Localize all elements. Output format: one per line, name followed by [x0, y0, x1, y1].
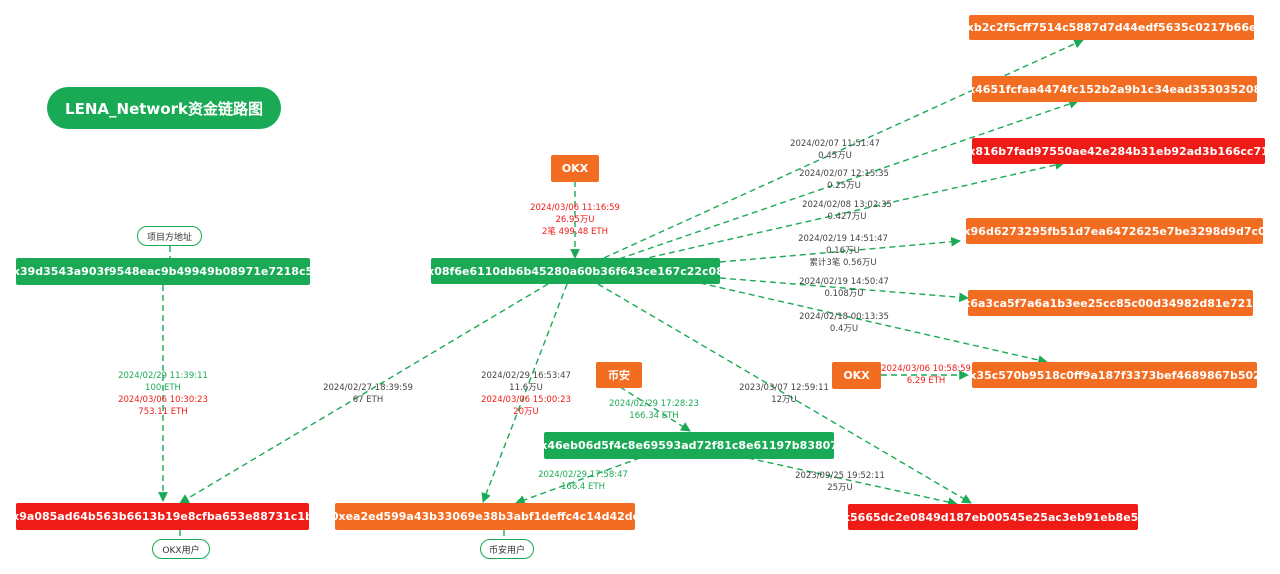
diagram-title: LENA_Network资金链路图	[47, 87, 281, 129]
callout-okx-user: OKX用户	[152, 539, 210, 559]
exchange-okx-top[interactable]: OKX	[551, 155, 599, 182]
callout-project-address: 项目方地址	[137, 226, 202, 246]
edge-46eb-to-ea2e	[515, 457, 641, 505]
node-96d6[interactable]: 0x96d6273295fb51d7ea6472625e7be3298d9d7c…	[966, 218, 1263, 244]
node-08f6[interactable]: 0x08f6e6110db6b45280a60b36f643ce167c22c0…	[431, 258, 720, 284]
edge-binance-to-46eb	[619, 386, 691, 432]
node-ea2e[interactable]: 0xea2ed599a43b33069e38b3abf1deffc4c14d42…	[335, 503, 635, 530]
node-6a3c[interactable]: 0x6a3ca5f7a6a1b3ee25cc85c00d34982d81e721…	[968, 290, 1253, 316]
exchange-binance[interactable]: 币安	[596, 362, 642, 388]
exchange-okx-right[interactable]: OKX	[832, 362, 881, 389]
node-9a08[interactable]: 0x9a085ad64b563b6613b19e8cfba653e88731c1…	[16, 503, 309, 530]
edge-08f6-to-5665	[597, 283, 972, 504]
node-b2c2[interactable]: 0xb2c2f5cff7514c5887d7d44edf5635c0217b66…	[969, 15, 1254, 40]
edge-08f6-to-6a3c	[719, 277, 969, 303]
edge-08f6-to-9a08	[179, 283, 549, 504]
edge-08f6-to-96d6	[719, 236, 961, 263]
node-46eb[interactable]: 0x46eb06d5f4c8e69593ad72f81c8e61197b8380…	[544, 432, 834, 459]
edge-08f6-to-816b	[629, 160, 1065, 263]
node-816b[interactable]: 0x816b7fad97550ae42e284b31eb92ad3b166cc7…	[972, 138, 1265, 164]
node-5665[interactable]: 0x5665dc2e0849d187eb00545e25ac3eb91eb8e5…	[848, 504, 1138, 530]
edge-08f6-to-ea2e	[481, 283, 568, 503]
node-35c5[interactable]: 0x35c570b9518c0ff9a187f3373bef4689867b50…	[972, 362, 1257, 388]
edge-08f6-to-4651	[609, 99, 1079, 263]
callout-binance-user: 币安用户	[480, 539, 534, 559]
node-39d3[interactable]: 0x39d3543a903f9548eac9b49949b08971e7218c…	[16, 258, 310, 285]
edge-46eb-to-5665	[747, 457, 958, 507]
node-4651[interactable]: 0x4651fcfaa4474fc152b2a9b1c34ead35303520…	[972, 76, 1257, 102]
